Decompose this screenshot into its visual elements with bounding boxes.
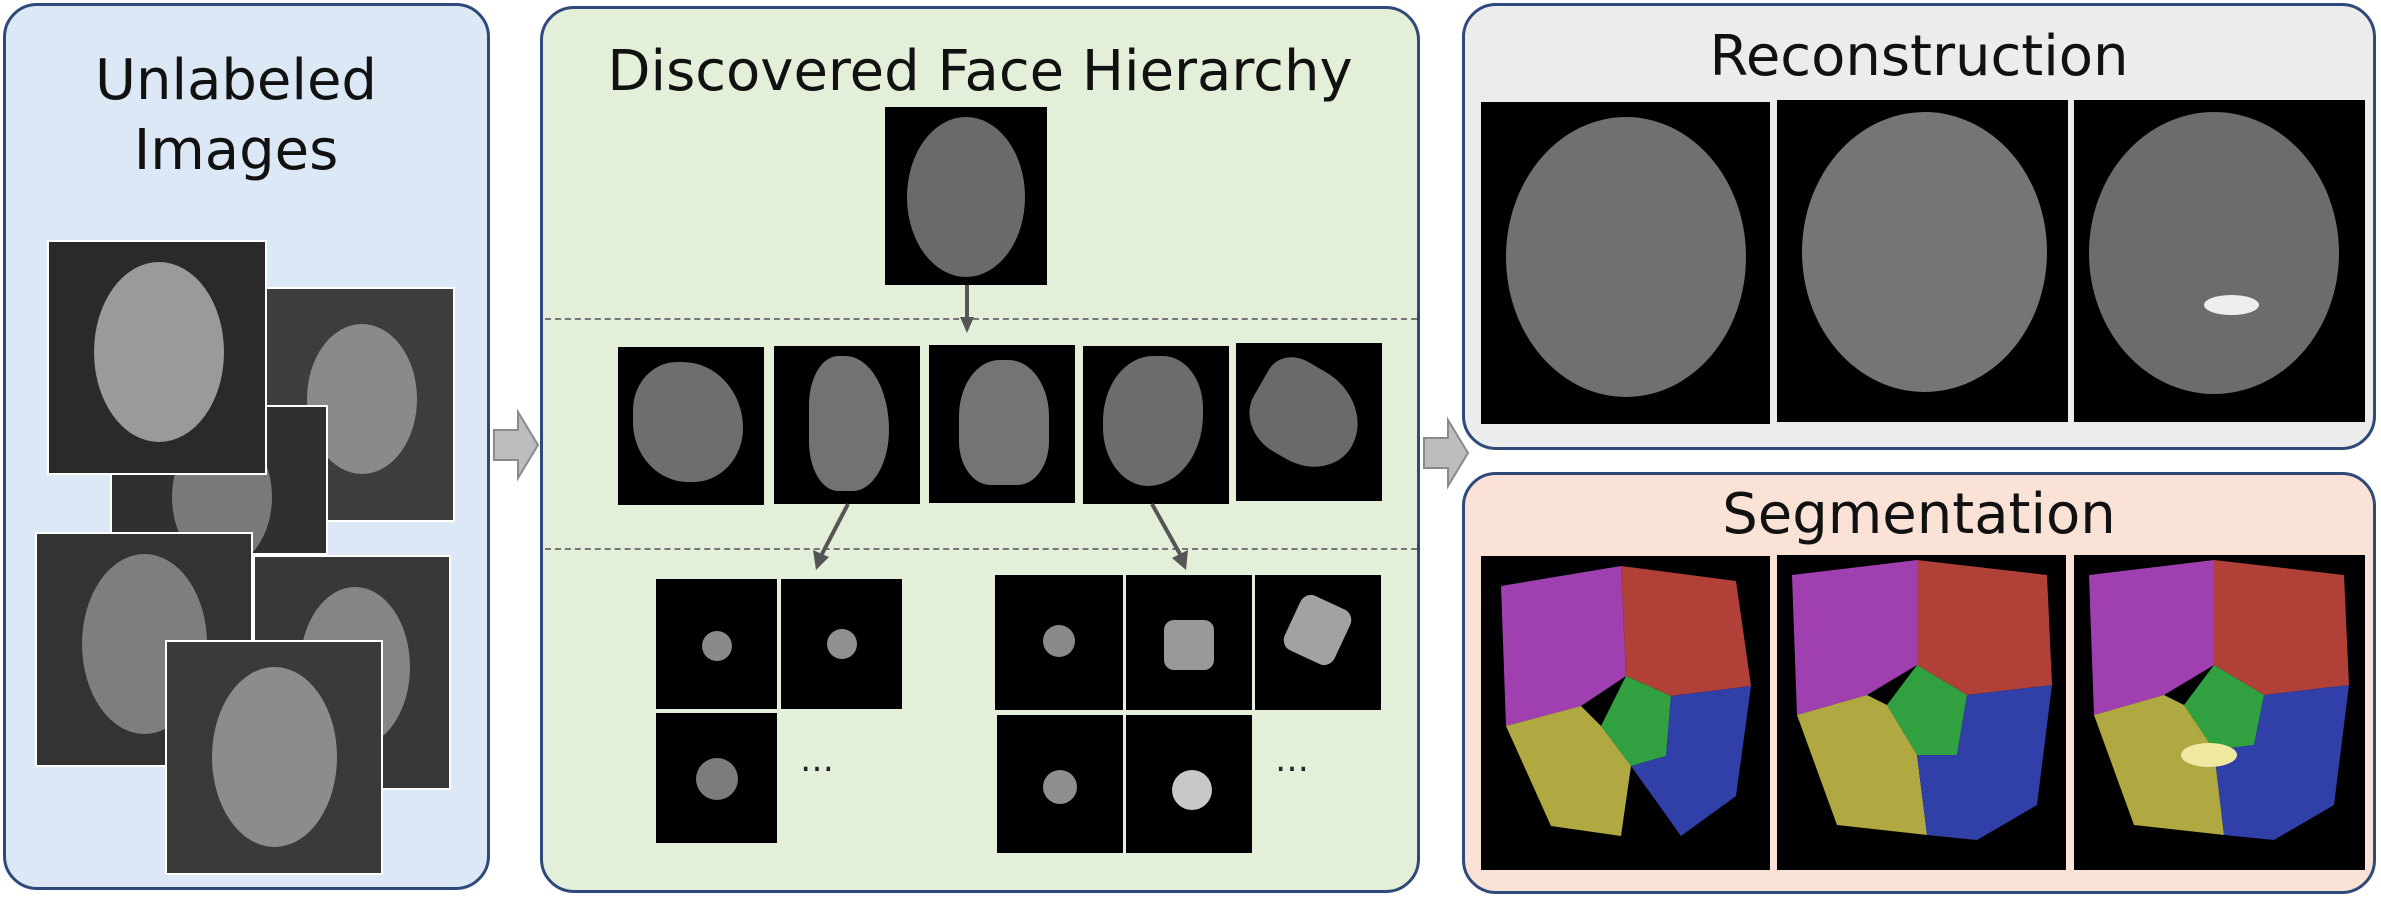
arrow-right-branch bbox=[1150, 503, 1188, 570]
part-level1-5 bbox=[1236, 343, 1382, 501]
face-photo-3 bbox=[47, 240, 267, 475]
flow-arrow-2 bbox=[1423, 416, 1470, 490]
level-divider-2 bbox=[545, 548, 1417, 550]
level-divider-1 bbox=[545, 318, 1417, 320]
part-level1-2 bbox=[774, 346, 920, 504]
hierarchy-title: Discovered Face Hierarchy bbox=[607, 39, 1353, 104]
part-level1-3 bbox=[929, 345, 1075, 503]
unlabeled-title-line1: Unlabeled bbox=[95, 48, 377, 113]
arrow-root-down bbox=[960, 285, 974, 333]
part-level2-right-4 bbox=[997, 715, 1123, 853]
part-level1-4 bbox=[1083, 346, 1229, 504]
ellipsis-left: … bbox=[800, 740, 834, 780]
part-level2-left-1 bbox=[656, 579, 777, 709]
arrow-left-branch bbox=[813, 503, 850, 570]
segmentation-overlay-2 bbox=[1792, 560, 2052, 840]
part-level2-right-3 bbox=[1255, 575, 1381, 710]
reconstruction-image-3 bbox=[2074, 100, 2365, 422]
reconstruction-image-2 bbox=[1777, 100, 2068, 422]
reconstruction-title: Reconstruction bbox=[1709, 24, 2129, 89]
segmentation-image-2 bbox=[1777, 555, 2066, 870]
part-level1-1 bbox=[618, 347, 764, 505]
unlabeled-title-line2: Images bbox=[133, 118, 339, 183]
root-face-part bbox=[885, 107, 1047, 285]
part-level2-right-5 bbox=[1126, 715, 1252, 853]
segmentation-image-1 bbox=[1481, 556, 1770, 870]
reconstruction-image-1 bbox=[1481, 102, 1770, 424]
part-level2-left-3 bbox=[656, 713, 777, 843]
segmentation-title: Segmentation bbox=[1722, 482, 2116, 547]
part-level2-left-2 bbox=[781, 579, 902, 709]
unlabeled-title: Unlabeled Images bbox=[6, 46, 466, 186]
face-photo-6 bbox=[165, 640, 383, 875]
part-level2-right-1 bbox=[995, 575, 1123, 710]
segmentation-overlay-1 bbox=[1501, 566, 1751, 836]
segmentation-image-3 bbox=[2074, 555, 2365, 870]
segmentation-overlay-3 bbox=[2089, 560, 2349, 840]
flow-arrow-1 bbox=[493, 408, 540, 482]
part-level2-right-2 bbox=[1126, 575, 1252, 710]
ellipsis-right: … bbox=[1275, 740, 1309, 780]
